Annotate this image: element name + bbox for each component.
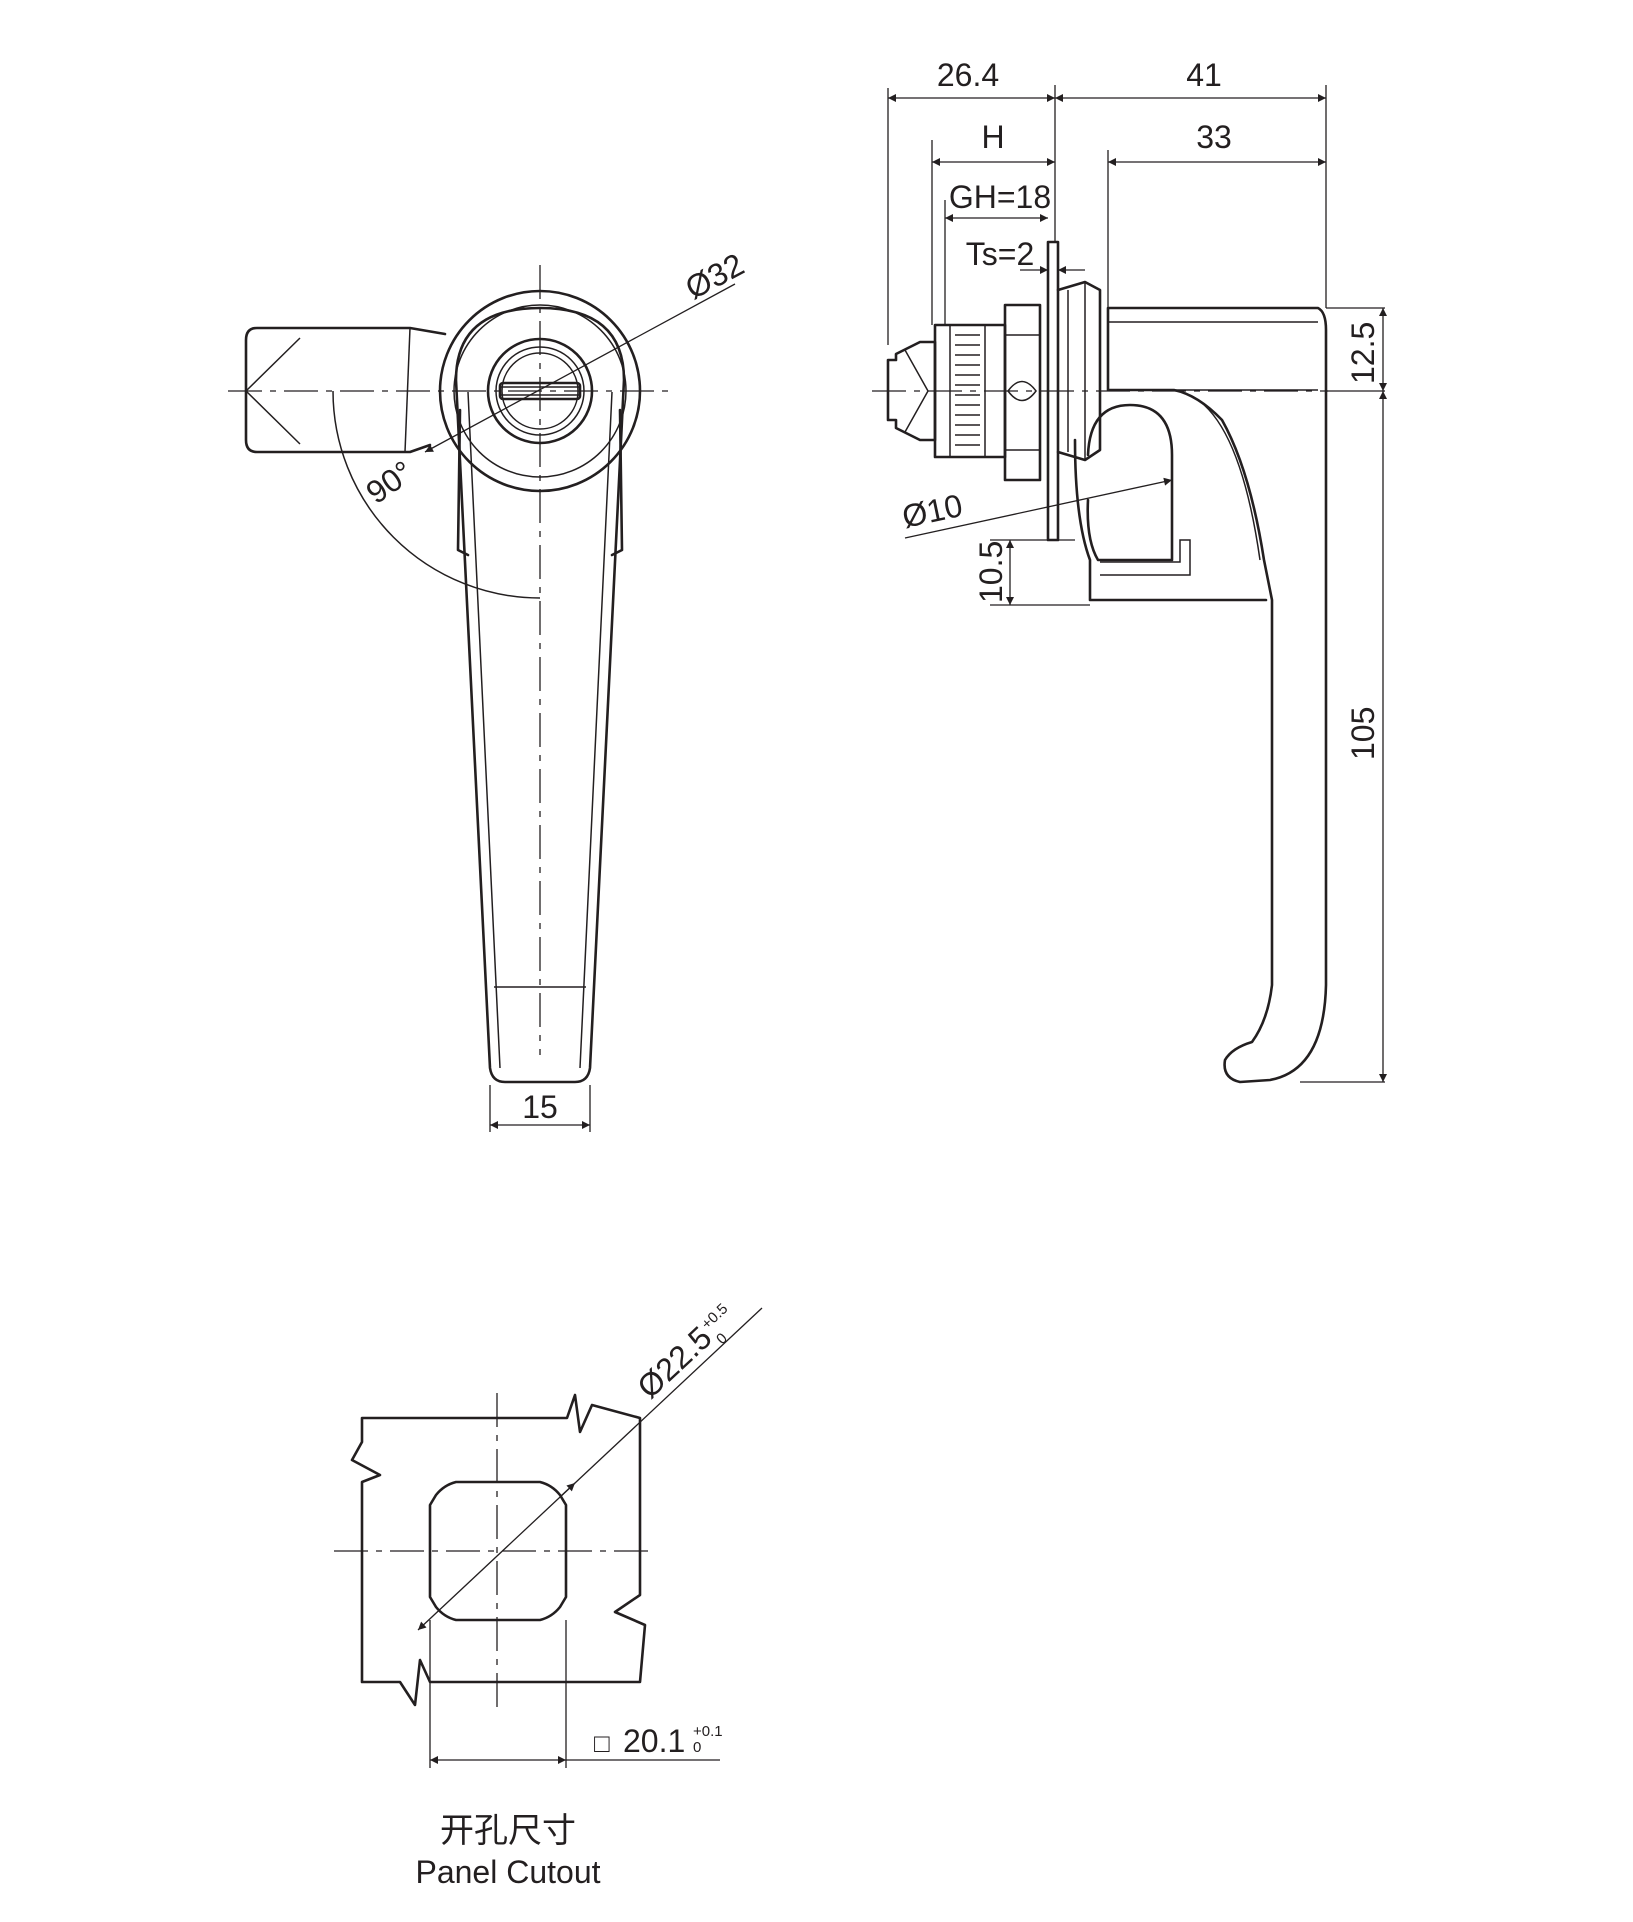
- side-flange: [1056, 280, 1102, 462]
- flange-circle: [438, 289, 642, 493]
- diameter-leader: [424, 283, 736, 453]
- overall-depth-label: 26.4: [937, 57, 999, 93]
- key-slot: [498, 381, 582, 401]
- front-view: Ø32 90° 15: [228, 246, 750, 1132]
- lip-label: 10.5: [973, 541, 1009, 603]
- angle-arc: [332, 390, 541, 599]
- angle-label: 90°: [359, 453, 419, 510]
- panel-cutout-view: Ø22.5 +0.5 0 □ 20.1 +0.1 0 开孔尺寸 Panel Cu…: [334, 1300, 763, 1890]
- cutout-diameter-leader: [417, 1307, 763, 1631]
- h-label: H: [981, 119, 1004, 155]
- cutout-diameter-label: Ø22.5: [630, 1319, 718, 1405]
- cam-tongue: [244, 326, 447, 454]
- gh-label: GH=18: [949, 179, 1051, 215]
- hole-leader: [904, 477, 1173, 539]
- cutout-panel-outline: [350, 1393, 647, 1707]
- cutout-square-tol-upper: +0.1: [693, 1723, 723, 1740]
- handle-length-label: 33: [1196, 119, 1232, 155]
- cutout-hole: [428, 1480, 568, 1622]
- height-label: 105: [1345, 707, 1381, 760]
- total-length-label: 41: [1186, 57, 1222, 93]
- handle-front: [454, 306, 626, 1084]
- caption-chinese: 开孔尺寸: [440, 1812, 576, 1850]
- offset-label: 12.5: [1345, 322, 1381, 384]
- side-view: Ø10 26.4 41 H 33 GH=18 Ts=2 12.5: [872, 57, 1387, 1084]
- hex-nut: [1003, 303, 1042, 482]
- hole-diameter-label: Ø10: [899, 487, 966, 535]
- lip-hole: [1086, 403, 1174, 562]
- caption-english: Panel Cutout: [415, 1854, 600, 1890]
- front-width-label: 15: [522, 1089, 558, 1125]
- cutout-square-label: 20.1: [623, 1723, 685, 1759]
- cutout-square-tol-lower: 0: [693, 1739, 701, 1756]
- square-symbol: □: [594, 1728, 610, 1758]
- handle-side: [1106, 306, 1328, 1084]
- front-diameter-label: Ø32: [679, 246, 749, 306]
- cutout-diameter-tol-upper: +0.5: [698, 1300, 731, 1333]
- ts-label: Ts=2: [966, 236, 1034, 272]
- key-cylinder: [486, 337, 594, 445]
- handle-lip: [1073, 438, 1268, 602]
